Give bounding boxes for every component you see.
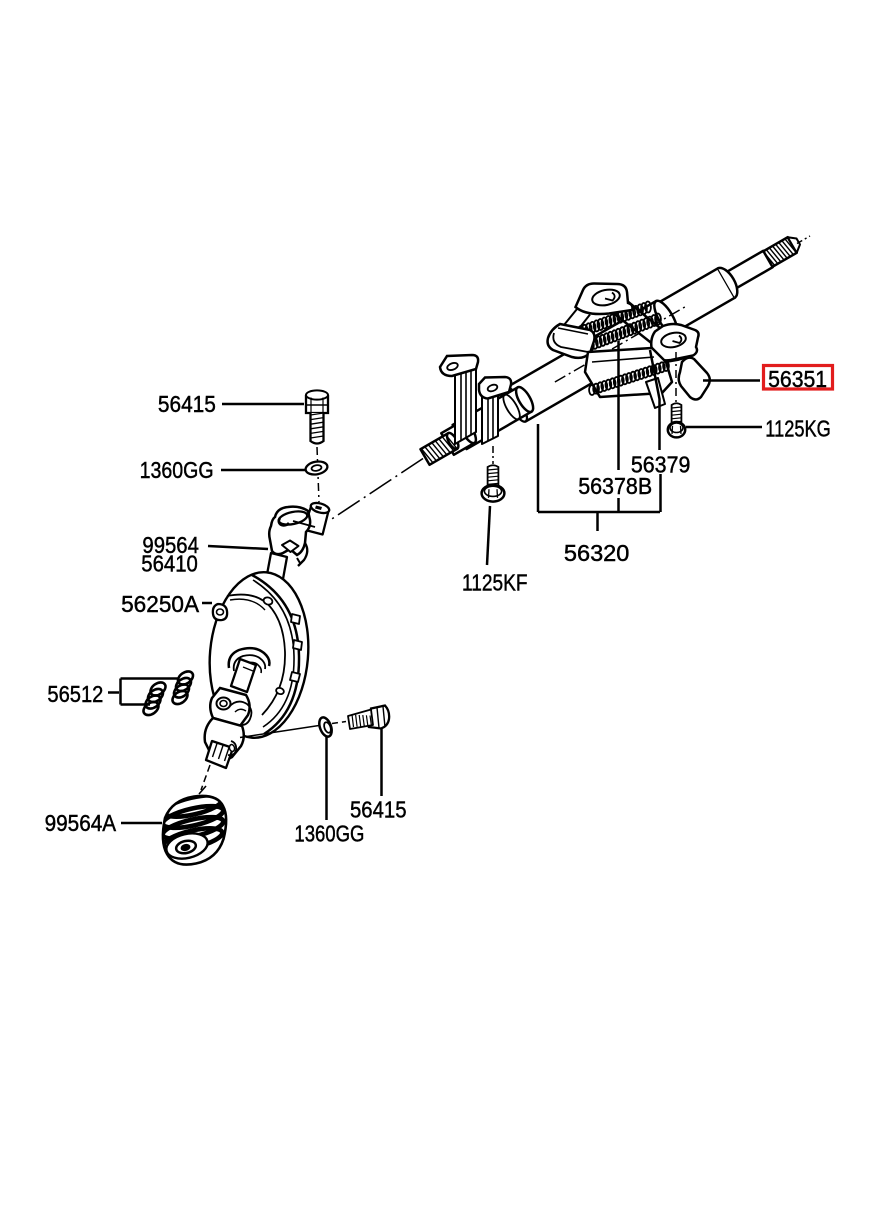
svg-text:56415: 56415 <box>350 797 407 823</box>
svg-text:56512: 56512 <box>47 681 103 707</box>
svg-text:56410: 56410 <box>141 551 198 577</box>
svg-text:56379: 56379 <box>631 452 691 478</box>
svg-text:99564A: 99564A <box>45 810 117 836</box>
svg-text:1360GG: 1360GG <box>140 457 214 483</box>
svg-text:56415: 56415 <box>158 391 216 417</box>
svg-text:56250A: 56250A <box>121 591 200 617</box>
svg-text:56378B: 56378B <box>578 473 652 499</box>
svg-text:56351: 56351 <box>768 366 827 392</box>
svg-text:1125KF: 1125KF <box>462 570 528 596</box>
svg-text:56320: 56320 <box>564 540 630 566</box>
svg-text:99564: 99564 <box>142 532 199 558</box>
svg-text:1125KG: 1125KG <box>765 415 831 441</box>
svg-text:1360GG: 1360GG <box>294 821 364 847</box>
